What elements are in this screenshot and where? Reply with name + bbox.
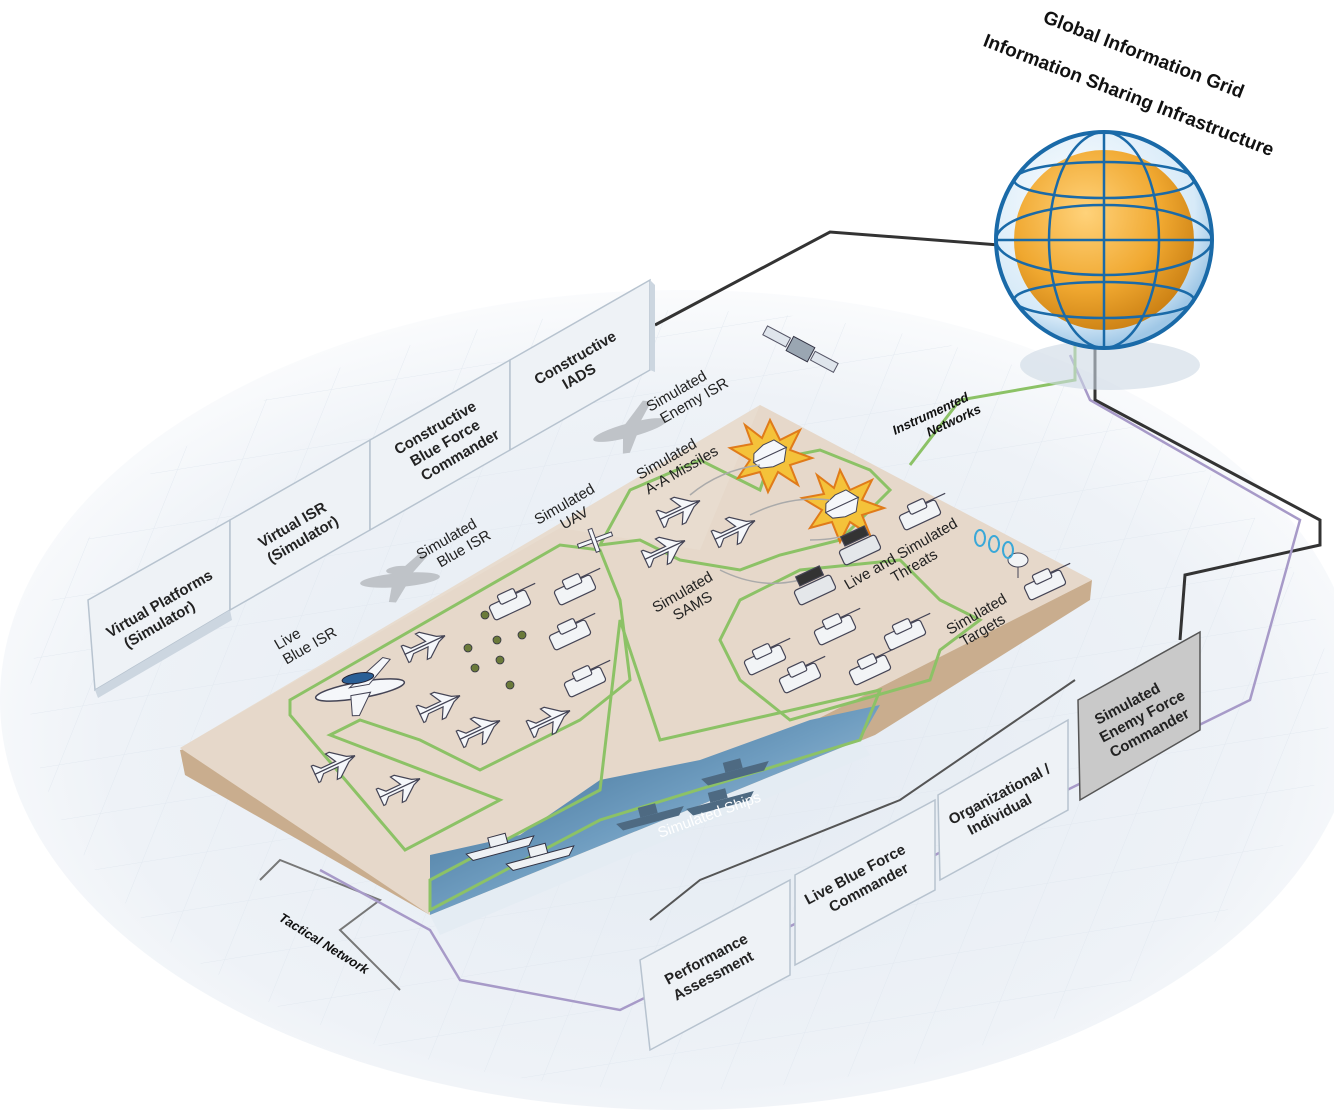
uav-icon	[576, 527, 614, 553]
sim-enemy-isr-icon	[593, 400, 667, 454]
ship-icons	[465, 758, 769, 872]
panel-organizational[interactable]: Organizational / Individual	[937, 718, 1069, 882]
panel-performance-assessment[interactable]: Performance Assessment	[639, 878, 791, 1052]
tank-icons	[488, 492, 1071, 698]
awacs-aircraft-icon	[314, 657, 406, 717]
explosion-icons	[727, 417, 888, 545]
globe-icon	[994, 130, 1214, 390]
instrumented-zones	[288, 448, 983, 913]
sim-blue-isr-icon	[360, 553, 440, 603]
soldier-icons	[463, 610, 527, 690]
bottom-panels: Performance Assessment Live Blue Force C…	[639, 630, 1201, 1052]
unit-icons	[310, 325, 1071, 872]
fighter-jet-icons	[310, 496, 756, 807]
top-panels: Virtual Platforms (Simulator) Virtual IS…	[87, 278, 655, 698]
panel-live-blue-force[interactable]: Live Blue Force Commander	[794, 798, 936, 967]
satellite-icon	[762, 325, 839, 373]
panel-constructive-blue-force[interactable]: Constructive Blue Force Commander	[369, 358, 511, 532]
radar-dish-icon	[1007, 552, 1029, 578]
title-line-1: Global Information Grid	[1040, 7, 1247, 103]
sam-launcher-icons	[793, 525, 882, 606]
radar-emission-icon	[974, 529, 1014, 559]
